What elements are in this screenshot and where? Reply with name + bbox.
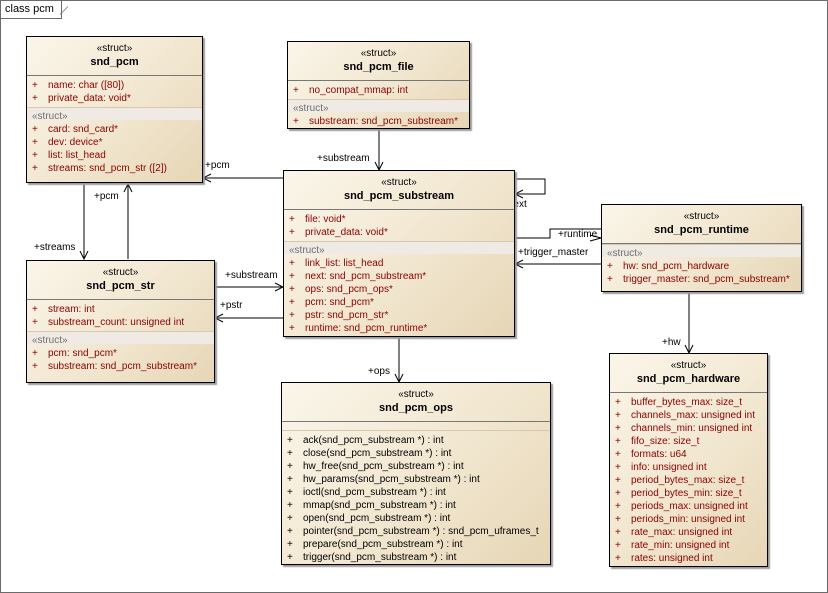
attribute: +rate_max: unsigned int (615, 527, 733, 538)
attribute: +next: snd_pcm_substream* (289, 271, 427, 282)
operation: +close(snd_pcm_substream *) : int (287, 448, 452, 459)
attribute: +formats: u64 (615, 449, 687, 460)
attribute: +no_compat_mmap: int (293, 85, 408, 96)
attribute: +name: char ([80]) (32, 80, 125, 91)
class-snd-pcm-str[interactable]: «struct» snd_pcm_str +stream: int +subst… (26, 260, 215, 383)
attribute: +list: list_head (32, 150, 106, 161)
operation: +pointer(snd_pcm_substream *) : snd_pcm_… (287, 526, 539, 537)
stereotype: «struct» (398, 389, 434, 400)
attribute: +substream: snd_pcm_substream* (32, 361, 197, 372)
attribute: +trigger_master: snd_pcm_substream* (607, 274, 790, 285)
class-name: snd_pcm_substream (343, 190, 455, 202)
attribute: +dev: device* (32, 137, 103, 148)
stereotype: «struct» (381, 177, 417, 188)
attribute: +channels_min: unsigned int (615, 423, 753, 434)
edge-label-pcm-left: +pcm (94, 191, 119, 202)
edge-label-ops: +ops (368, 366, 390, 377)
section-tag: «struct» (289, 245, 325, 256)
stereotype: «struct» (102, 267, 139, 278)
stereotype: «struct» (683, 211, 720, 222)
class-snd-pcm-hardware[interactable]: «struct» snd_pcm_hardware +buffer_bytes_… (609, 353, 768, 567)
attribute: +periods_min: unsigned int (615, 514, 745, 525)
attribute: +stream: int (32, 304, 95, 315)
attribute: +period_bytes_max: size_t (615, 475, 745, 486)
edge-label-runtime: +runtime (558, 229, 598, 240)
class-snd-pcm-substream[interactable]: «struct» snd_pcm_substream +file: void* … (283, 170, 515, 337)
attribute: +link_list: list_head (289, 258, 384, 269)
stereotype: «struct» (96, 43, 133, 54)
attribute: +pstr: snd_pcm_str* (289, 310, 389, 321)
class-snd-pcm-ops[interactable]: «struct» snd_pcm_ops +ack(snd_pcm_substr… (281, 382, 551, 565)
attribute: +period_bytes_min: size_t (615, 488, 742, 499)
attribute: +streams: snd_pcm_str ([2]) (32, 163, 167, 174)
attribute: +fifo_size: size_t (615, 436, 700, 447)
attribute: +hw: snd_pcm_hardware (607, 261, 730, 272)
attribute: +periods_max: unsigned int (615, 501, 748, 512)
attribute: +card: snd_card* (32, 124, 119, 135)
class-snd-pcm-file[interactable]: «struct» snd_pcm_file +no_compat_mmap: i… (287, 41, 470, 129)
stereotype: «struct» (360, 48, 397, 59)
operation: +hw_params(snd_pcm_substream *) : int (287, 474, 480, 485)
class-name: snd_pcm (90, 56, 139, 68)
edge-label-substream-file: +substream (317, 153, 370, 164)
class-name: snd_pcm_hardware (636, 373, 741, 385)
attribute: +pcm: snd_pcm* (289, 297, 374, 308)
attribute: +channels_max: unsigned int (615, 410, 755, 421)
section-tag: «struct» (32, 111, 68, 122)
edge-label-hw: +hw (662, 337, 681, 348)
operation: +prepare(snd_pcm_substream *) : int (287, 539, 463, 550)
attribute: +runtime: snd_pcm_runtime* (289, 323, 428, 334)
edge-label-substream-str: +substream (225, 270, 278, 281)
edge-substream-to-runtime (515, 228, 601, 239)
class-name: snd_pcm_runtime (654, 224, 749, 236)
edge-label-pstr: +pstr (220, 300, 243, 311)
section-tag: «struct» (607, 248, 643, 259)
attribute: +private_data: void* (289, 227, 388, 238)
attribute: +rates: unsigned int (615, 553, 713, 564)
edge-label-streams: +streams (34, 242, 76, 253)
edge-label-trigger-master: +trigger_master (518, 247, 589, 258)
frame-title: class pcm (1, 1, 62, 19)
operation: +ioctl(snd_pcm_substream *) : int (287, 487, 446, 498)
section-tag: «struct» (293, 103, 329, 114)
attribute: +ops: snd_pcm_ops* (289, 284, 393, 295)
class-snd-pcm[interactable]: «struct» snd_pcm +name: char ([80]) +pri… (26, 36, 203, 183)
attribute: +substream: snd_pcm_substream* (293, 116, 458, 127)
attribute: +private_data: void* (32, 93, 131, 104)
attribute: +file: void* (289, 214, 346, 225)
attribute: +buffer_bytes_max: size_t (615, 397, 742, 408)
operation: +hw_free(snd_pcm_substream *) : int (287, 461, 464, 472)
class-name: snd_pcm_ops (379, 402, 453, 414)
edge-substream-next (503, 178, 546, 194)
operation: +ack(snd_pcm_substream *) : int (287, 435, 444, 446)
operation: +open(snd_pcm_substream *) : int (287, 513, 451, 524)
attribute: +info: unsigned int (615, 462, 707, 473)
edge-label-pcm-top: +pcm (205, 160, 230, 171)
attribute: +rate_min: unsigned int (615, 540, 730, 551)
section-tag: «struct» (32, 335, 68, 346)
attribute: +substream_count: unsigned int (32, 317, 185, 328)
class-snd-pcm-runtime[interactable]: «struct» snd_pcm_runtime «struct» +hw: s… (601, 204, 802, 292)
attribute: +pcm: snd_pcm* (32, 348, 117, 359)
stereotype: «struct» (670, 360, 707, 371)
operation: +trigger(snd_pcm_substream *) : int (287, 552, 457, 563)
operation: +mmap(snd_pcm_substream *) : int (287, 500, 456, 511)
class-name: snd_pcm_str (86, 280, 155, 292)
class-name: snd_pcm_file (343, 61, 414, 73)
